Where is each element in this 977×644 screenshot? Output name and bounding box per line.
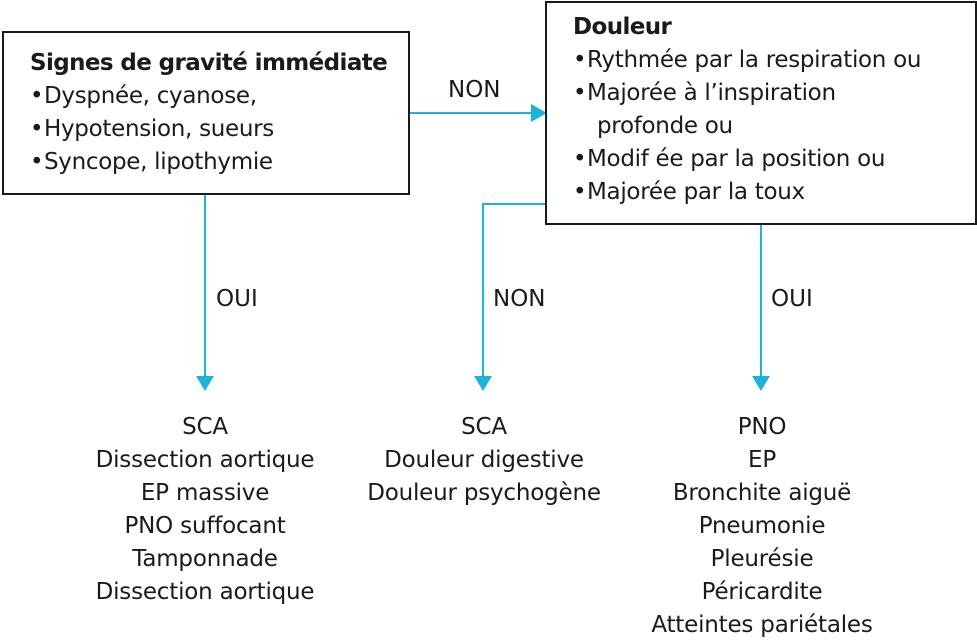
pain-criteria-list: •Rythmée par la respiration ou •Majorée … xyxy=(573,44,975,209)
pain-criteria-item: •Rythmée par la respiration ou xyxy=(573,44,975,77)
pain-criteria-item: •Modif ée par la position ou xyxy=(573,143,975,176)
result-list-right: PNO EP Bronchite aiguë Pneumonie Pleurés… xyxy=(612,411,912,642)
arrowhead-right-down xyxy=(752,376,770,391)
result-item: Péricardite xyxy=(701,579,823,605)
result-item: EP massive xyxy=(140,480,270,506)
result-list-left: SCA Dissection aortique EP massive PNO s… xyxy=(55,411,355,609)
result-item: PNO xyxy=(737,414,787,440)
result-item: Pleurésie xyxy=(710,546,814,572)
bullet-icon: • xyxy=(30,83,44,109)
result-item: Dissection aortique xyxy=(95,447,315,473)
result-item: Pneumonie xyxy=(698,513,826,539)
arrowhead-left-to-right xyxy=(531,104,547,122)
gravity-signs-box: Signes de gravité immédiate •Dyspnée, cy… xyxy=(2,31,410,195)
pain-criteria-box: Douleur •Rythmée par la respiration ou •… xyxy=(545,1,977,225)
gravity-sign-item: •Hypotension, sueurs xyxy=(30,113,408,146)
result-item: SCA xyxy=(461,414,507,440)
gravity-sign-item: •Syncope, lipothymie xyxy=(30,146,408,179)
arrowhead-left-down xyxy=(196,376,214,391)
gravity-signs-list: •Dyspnée, cyanose, •Hypotension, sueurs … xyxy=(30,80,408,179)
result-list-middle: SCA Douleur digestive Douleur psychogène xyxy=(334,411,634,510)
result-item: EP xyxy=(747,447,776,473)
bullet-icon: • xyxy=(573,179,587,205)
pain-criteria-item: •Majorée par la toux xyxy=(573,176,975,209)
bullet-icon: • xyxy=(573,47,587,73)
result-item: PNO suffocant xyxy=(124,513,286,539)
gravity-signs-title: Signes de gravité immédiate xyxy=(30,50,388,76)
result-item: Bronchite aiguë xyxy=(672,480,852,506)
result-item: Douleur psychogène xyxy=(367,480,601,506)
result-item: Dissection aortique xyxy=(95,579,315,605)
result-item: Tamponnade xyxy=(132,546,278,572)
edge-label-right-to-middle: NON xyxy=(493,286,546,312)
edge-label-right-down: OUI xyxy=(771,286,813,312)
edge-label-left-to-right: NON xyxy=(448,77,501,103)
bullet-icon: • xyxy=(30,116,44,142)
result-item: Atteintes pariétales xyxy=(651,612,873,638)
arrow-right-to-middle xyxy=(482,203,545,377)
result-item: Douleur digestive xyxy=(384,447,584,473)
arrowhead-right-to-middle xyxy=(474,376,492,391)
edge-label-left-down: OUI xyxy=(216,286,258,312)
pain-criteria-item: •Majorée à l’inspiration xyxy=(573,77,975,110)
pain-criteria-item-continuation: profonde ou xyxy=(597,113,733,139)
bullet-icon: • xyxy=(573,80,587,106)
pain-criteria-title: Douleur xyxy=(573,14,672,40)
bullet-icon: • xyxy=(30,149,44,175)
bullet-icon: • xyxy=(573,146,587,172)
gravity-sign-item: •Dyspnée, cyanose, xyxy=(30,80,408,113)
result-item: SCA xyxy=(182,414,228,440)
